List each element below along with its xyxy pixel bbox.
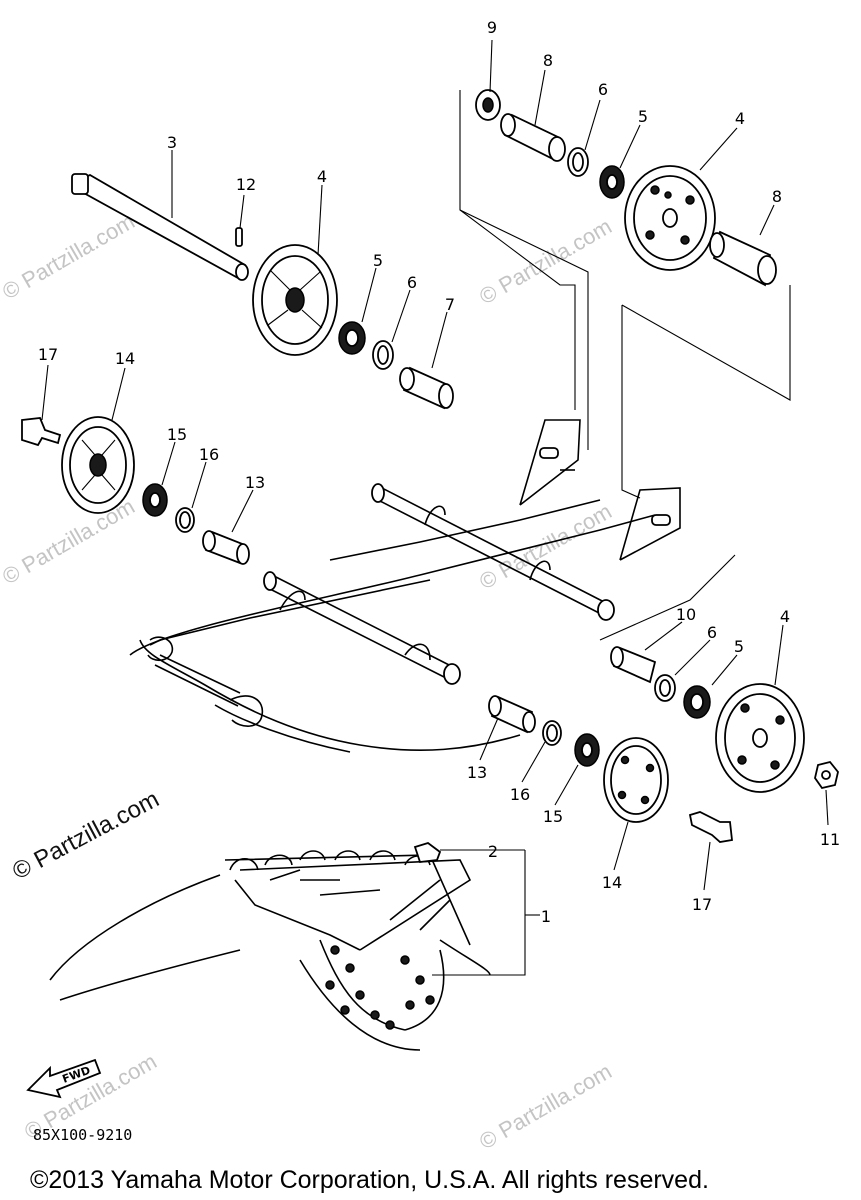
callout-number: 2 <box>488 842 498 861</box>
callout-number: 6 <box>707 623 717 642</box>
frame <box>129 419 681 753</box>
watermark: © Partzilla.com <box>0 494 139 590</box>
callout-number: 13 <box>245 473 265 492</box>
watermark: © Partzilla.com <box>475 1059 616 1155</box>
track <box>49 850 491 1051</box>
diagram-code: 85X100-9210 <box>33 1126 132 1144</box>
callout-number: 17 <box>38 345 58 364</box>
callout-number: 4 <box>780 607 790 626</box>
callout-number: 8 <box>772 187 782 206</box>
callout-number: 12 <box>236 175 256 194</box>
callout-number: 17 <box>692 895 712 914</box>
callout-number: 14 <box>115 349 135 368</box>
callout-number: 11 <box>820 830 840 849</box>
parts <box>21 89 839 863</box>
callout-number: 13 <box>467 763 487 782</box>
callout-number: 5 <box>638 107 648 126</box>
guide-lines <box>432 90 791 976</box>
callout-number: 4 <box>317 167 327 186</box>
callout-number: 14 <box>602 873 622 892</box>
callout-number: 4 <box>735 109 745 128</box>
callout-number: 9 <box>487 18 497 37</box>
callout-number: 3 <box>167 133 177 152</box>
callout-number: 8 <box>543 51 553 70</box>
watermark: © Partzilla.com <box>0 209 139 305</box>
callout-number: 1 <box>541 907 551 926</box>
callout-labels: 9 8 6 5 4 8 3 12 4 5 6 7 17 14 15 16 13 … <box>38 18 840 926</box>
copyright-notice: ©2013 Yamaha Motor Corporation, U.S.A. A… <box>30 1166 709 1194</box>
callout-number: 16 <box>510 785 530 804</box>
leader-lines <box>41 39 829 891</box>
callout-number: 15 <box>167 425 187 444</box>
callout-number: 16 <box>199 445 219 464</box>
callout-number: 10 <box>676 605 696 624</box>
callout-number: 5 <box>734 637 744 656</box>
callout-number: 6 <box>407 273 417 292</box>
callout-number: 7 <box>445 295 455 314</box>
callout-number: 5 <box>373 251 383 270</box>
forward-arrow-icon: FWD <box>26 1058 102 1099</box>
callout-number: 6 <box>598 80 608 99</box>
watermark-main: © Partzilla.com <box>8 786 163 886</box>
callout-number: 15 <box>543 807 563 826</box>
